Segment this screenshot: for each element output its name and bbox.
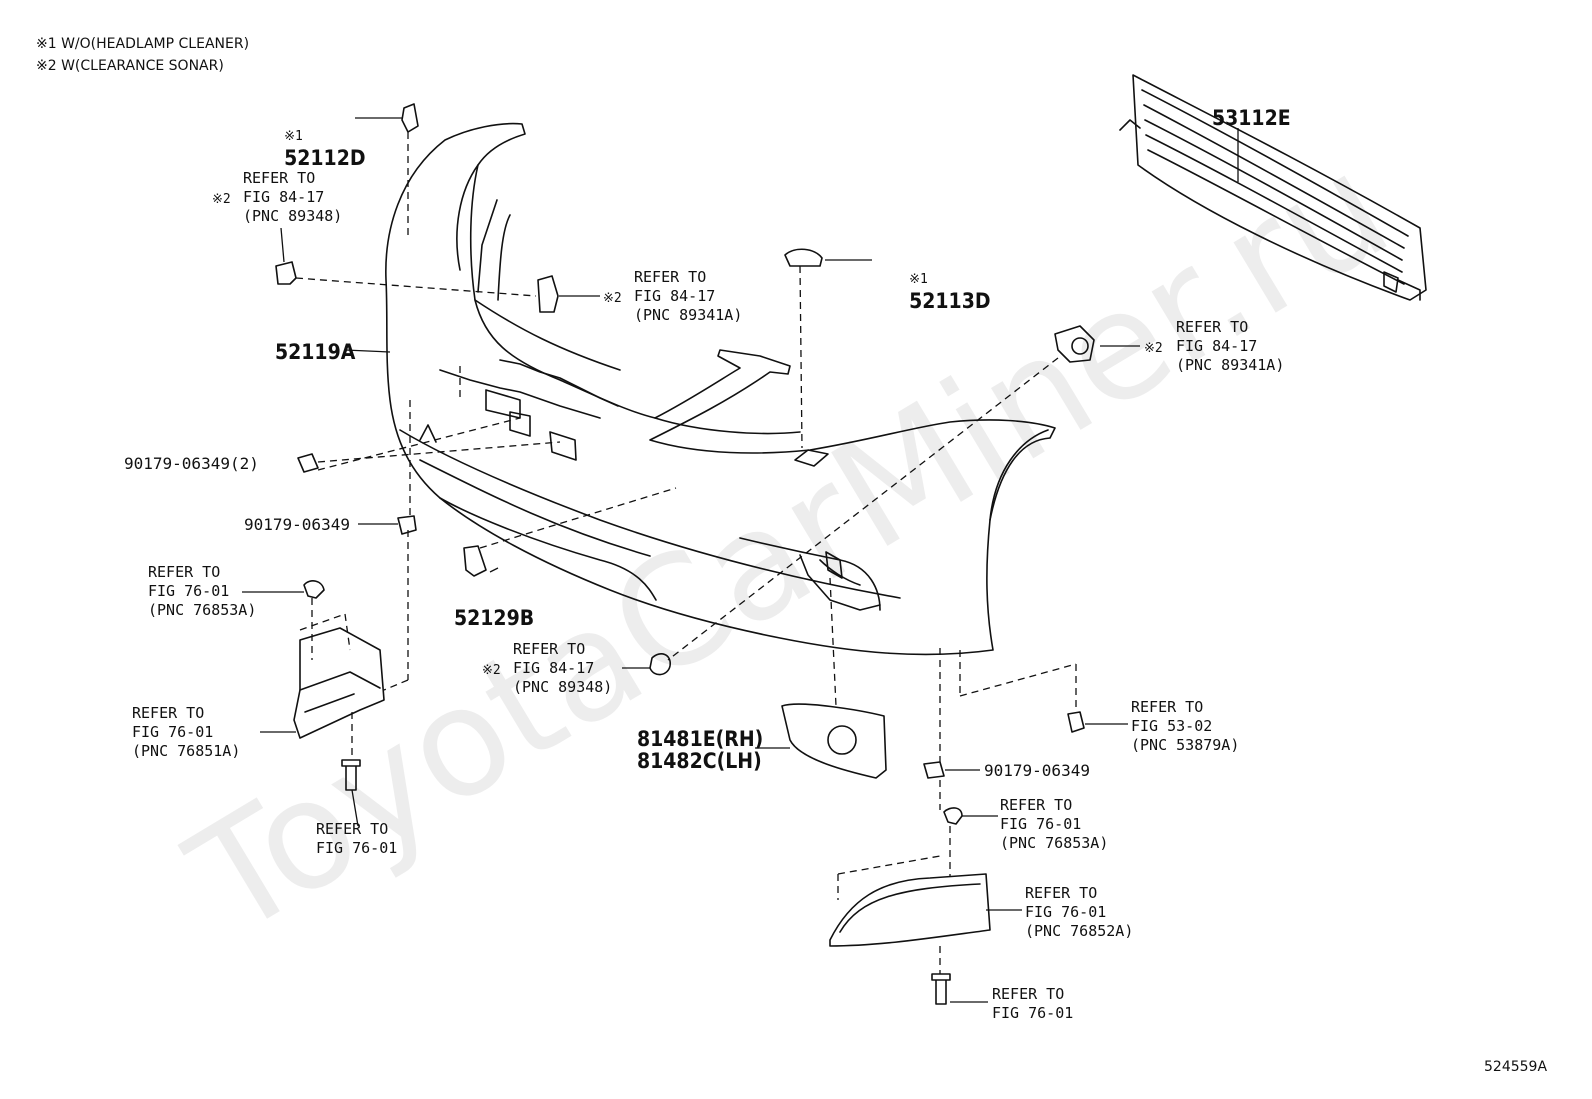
leader-lines [242, 117, 1239, 1003]
ref-bolt-left-line2: FIG 76-01 [316, 839, 398, 857]
clip-right-shape [943, 807, 963, 825]
figure-id: 524559A [1484, 1059, 1548, 1075]
ref-sensor-lower-line2: FIG 84-17 [513, 659, 595, 677]
ref-sensor-lower-line3: (PNC 89348) [513, 678, 613, 696]
ref-wire-line1: REFER TO [1131, 698, 1204, 716]
ref-sensor-right-line1: REFER TO [1176, 318, 1249, 336]
ref-spoiler-line3: (PNC 76852A) [1025, 922, 1134, 940]
label-clip-3: 90179-06349 [984, 761, 1090, 780]
note-headlamp-cleaner: ※1 W/O(HEADLAMP CLEANER) [36, 36, 250, 52]
ref-sensor-left-line1: REFER TO [243, 169, 316, 187]
ref-sensor-left-line3: (PNC 89348) [243, 207, 343, 225]
mark: ※1 [284, 129, 303, 144]
ref-bracket-line3: (PNC 76851A) [132, 742, 241, 760]
bracket-shape [293, 627, 385, 739]
ref-wire-line2: FIG 53-02 [1131, 717, 1213, 735]
ref-clip-right-line2: FIG 76-01 [1000, 815, 1082, 833]
label-81482C: 81482C(LH) [637, 749, 762, 773]
ref-clip-right-line1: REFER TO [1000, 796, 1073, 814]
ref-spoiler-line2: FIG 76-01 [1025, 903, 1107, 921]
ref-sensor-center-line3: (PNC 89341A) [634, 306, 743, 324]
ref-bolt-right-line1: REFER TO [992, 985, 1065, 1003]
label-52112D: ※1 52112D [248, 107, 366, 189]
label-clip-2: 90179-06349(2) [124, 454, 259, 473]
wire-clip-shape [1067, 711, 1085, 733]
ref-sensor-lower-line1: REFER TO [513, 640, 586, 658]
fog-bezel-shape [781, 703, 887, 779]
ref-sensor-center-mark: ※2 [603, 291, 622, 306]
sensor-left-shape [275, 261, 297, 285]
ref-sensor-center-line2: FIG 84-17 [634, 287, 716, 305]
part-code: 52112D [284, 146, 366, 170]
ref-clip-right-line3: (PNC 76853A) [1000, 834, 1109, 852]
ref-bolt-left-line1: REFER TO [316, 820, 389, 838]
ref-sensor-lower-mark: ※2 [482, 663, 501, 678]
ref-sensor-center-line1: REFER TO [634, 268, 707, 286]
mark: ※1 [909, 272, 928, 287]
clip-upper-shape [303, 580, 325, 599]
ref-sensor-right-mark: ※2 [1144, 341, 1163, 356]
ref-sensor-left-mark: ※2 [212, 192, 231, 207]
sensor-lower-shape [649, 653, 671, 676]
ref-sensor-left-line2: FIG 84-17 [243, 188, 325, 206]
ref-wire-line3: (PNC 53879A) [1131, 736, 1240, 754]
ref-clip-upper-line2: FIG 76-01 [148, 582, 230, 600]
sensor-center-shape [537, 275, 559, 313]
ref-sensor-right-line3: (PNC 89341A) [1176, 356, 1285, 374]
ref-sensor-right-line2: FIG 84-17 [1176, 337, 1258, 355]
label-clip-1: 90179-06349 [244, 515, 350, 534]
grille-shape [1119, 74, 1427, 301]
note-clearance-sonar: ※2 W(CLEARANCE SONAR) [36, 58, 224, 74]
ref-bolt-right-line2: FIG 76-01 [992, 1004, 1074, 1022]
label-52129B: 52129B [454, 606, 535, 630]
ref-spoiler-line1: REFER TO [1025, 884, 1098, 902]
cap-52113D-shape [784, 248, 823, 267]
cap-52129B-shape [463, 545, 487, 577]
sensor-right-shape [1054, 325, 1095, 363]
bolt-right-shape [931, 973, 951, 1005]
spoiler-shape [829, 873, 991, 947]
bolt-left-shape [341, 759, 361, 791]
bumper-cover-shape [385, 122, 1056, 656]
label-81481E: 81481E(RH) [637, 727, 764, 751]
label-52119A: 52119A [275, 340, 356, 364]
label-52113D: ※1 52113D [873, 250, 991, 332]
dashed-lines [295, 132, 1077, 974]
clip-1-shape [397, 515, 417, 535]
ref-clip-upper-line3: (PNC 76853A) [148, 601, 257, 619]
ref-bracket-line1: REFER TO [132, 704, 205, 722]
part-code: 52113D [909, 289, 991, 313]
ref-clip-upper-line1: REFER TO [148, 563, 221, 581]
clip-2-shape [297, 453, 319, 473]
label-53112E: 53112E [1212, 106, 1291, 130]
ref-bracket-line2: FIG 76-01 [132, 723, 214, 741]
cap-52112D-shape [401, 103, 419, 133]
clip-3-shape [923, 761, 945, 779]
